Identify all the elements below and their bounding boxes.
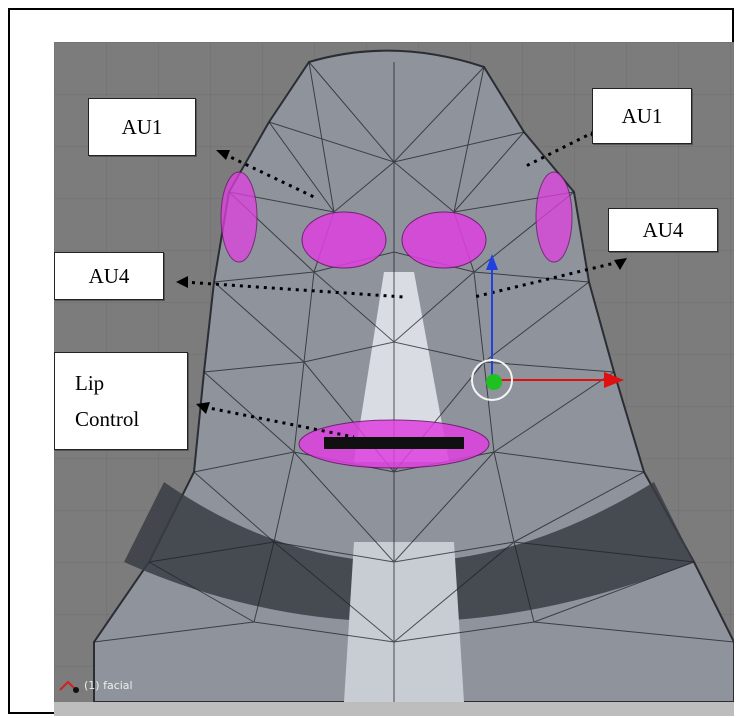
right-eyebrow-vertices [402, 212, 486, 268]
viewport-header-strip [54, 702, 734, 716]
au1-right-label: AU1 [592, 88, 692, 144]
object-name-caption: (1) facial [84, 679, 133, 692]
mouth-line [324, 437, 464, 449]
figure-frame: (1) facial AU1 AU1 AU4 AU4 Lip Control [8, 8, 734, 714]
y-axis-handle [486, 374, 502, 390]
lip-control-line-1: Lip [75, 365, 104, 401]
lip-control-label: Lip Control [54, 352, 188, 450]
au4-right-label: AU4 [608, 208, 718, 252]
au1-left-label: AU1 [88, 98, 196, 156]
au4-left-label: AU4 [54, 252, 164, 300]
right-ear-vertices [536, 172, 572, 262]
left-eyebrow-vertices [302, 212, 386, 268]
chest-highlight [344, 542, 464, 702]
origin-dot-icon [73, 687, 79, 693]
left-ear-vertices [221, 172, 257, 262]
lip-control-line-2: Control [75, 401, 139, 437]
